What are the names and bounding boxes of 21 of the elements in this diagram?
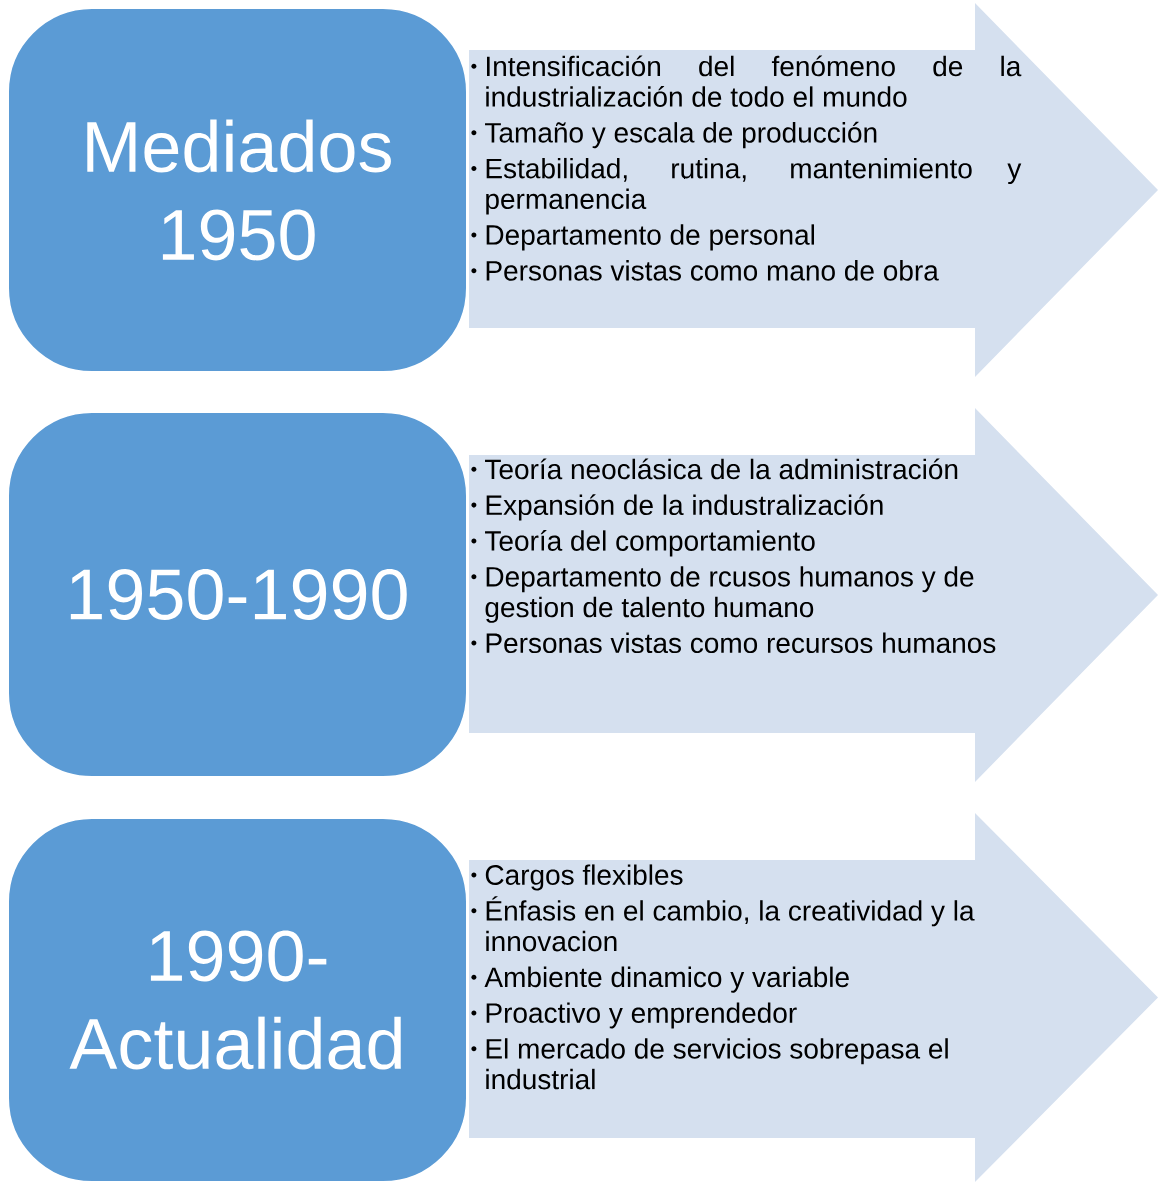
- bullet-item: Teoría neoclásica de la administración: [471, 458, 958, 480]
- bullet-item: Expansión de la industralización: [471, 494, 883, 521]
- bullet-item: Ambiente dinamico y variable: [471, 966, 849, 993]
- arrow-shape: [469, 813, 1158, 1182]
- bullet-item: Intensificación del fenómeno de la industrialización de todo el mundo: [471, 55, 1022, 107]
- bullet-item: Cargos flexibles: [471, 864, 683, 891]
- bullet-item: Departamento de personal: [471, 224, 814, 251]
- bullet-item: El mercado de servicios sobrepasa el industrial: [471, 1038, 948, 1090]
- period-box: Mediados 1950: [7, 7, 468, 373]
- bullet-item: Teoría del comportamiento: [471, 530, 815, 557]
- bullet-item: Estabilidad, rutina, mantenimiento y permanencia: [471, 157, 1022, 215]
- bullet-item: Tamaño y escala de producción: [471, 121, 877, 149]
- arrow-shape: [469, 408, 1158, 782]
- bullet-item: Proactivo y emprendedor: [471, 1002, 797, 1029]
- period-box: 1990- Actualidad: [7, 817, 468, 1182]
- period-box: 1950-1990: [7, 411, 468, 778]
- bullet-item: Personas vistas como mano de obra: [471, 260, 939, 281]
- bullet-item: Departamento de rcusos humanos y de gestion de talento humano: [471, 566, 974, 623]
- arrow-shape: [469, 3, 1158, 377]
- bullet-item: Personas vistas como recursos humanos: [471, 632, 996, 654]
- bullet-item: Énfasis en el cambio, la creatividad y la innovacion: [471, 896, 975, 952]
